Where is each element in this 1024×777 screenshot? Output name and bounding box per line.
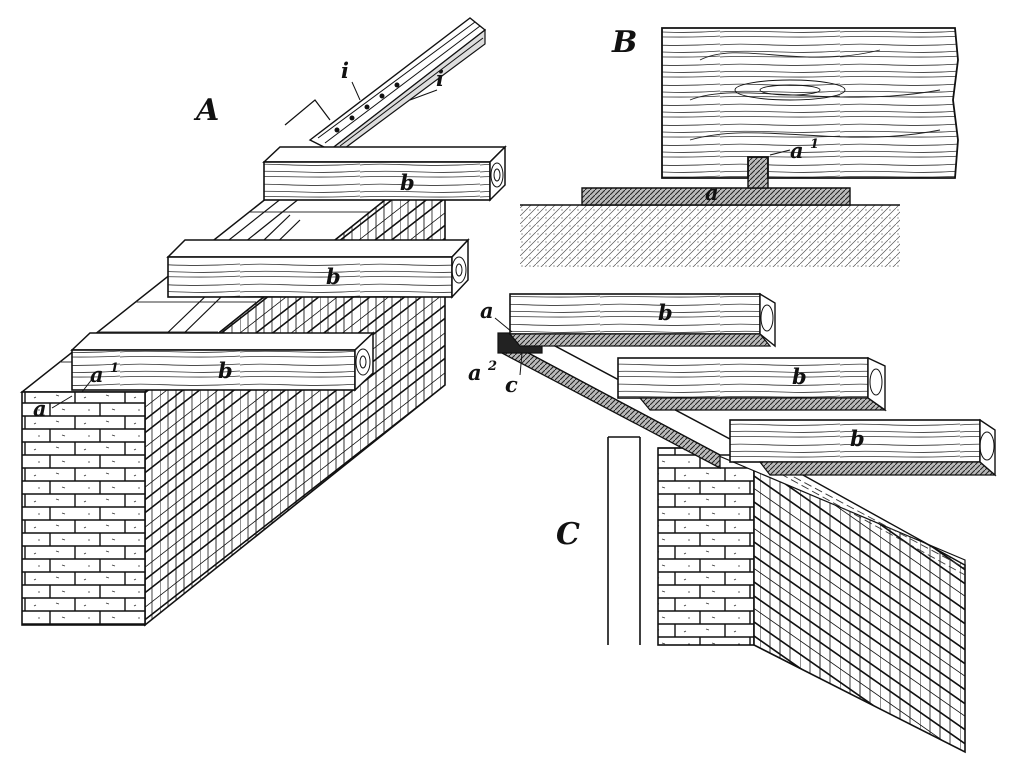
label-a-a: a bbox=[33, 396, 47, 421]
label-i-1: i bbox=[341, 58, 349, 83]
beam-c-top bbox=[508, 292, 776, 348]
beam-a-middle bbox=[166, 238, 470, 299]
label-i-2: i bbox=[436, 66, 444, 91]
label-b-a-middle: b bbox=[326, 264, 341, 289]
beam-a-top bbox=[262, 145, 507, 202]
wall-front bbox=[21, 391, 146, 626]
label-c-panel: C bbox=[556, 517, 580, 552]
timber-block bbox=[661, 27, 959, 179]
wall-c-front bbox=[657, 447, 755, 646]
label-b-a-top: b bbox=[400, 170, 415, 195]
label-a1-a: a bbox=[90, 362, 104, 387]
label-b-c-middle: b bbox=[792, 364, 807, 389]
label-a-c: a bbox=[480, 298, 494, 323]
label-a-panel: A bbox=[193, 93, 219, 128]
rail-strips bbox=[159, 17, 487, 343]
panel-b: B a a 1 bbox=[520, 25, 959, 267]
panel-a: A i i b b b a 1 a bbox=[19, 17, 507, 627]
beam-a-bottom bbox=[70, 331, 375, 392]
tongue-a1 bbox=[747, 156, 769, 189]
label-b-a-bottom: b bbox=[218, 358, 233, 383]
label-c-c: c bbox=[505, 372, 518, 397]
beam-c-bottom bbox=[729, 418, 997, 477]
beam-c-middle bbox=[617, 356, 887, 412]
label-b-panel: B bbox=[611, 25, 637, 60]
wall-c-side bbox=[753, 446, 966, 754]
label-a2-c-sup: 2 bbox=[487, 359, 497, 374]
label-a-b: a bbox=[705, 180, 719, 205]
label-a1-b-sup: 1 bbox=[810, 137, 819, 152]
label-b-c-bottom: b bbox=[850, 426, 865, 451]
label-a1-a-sup: 1 bbox=[110, 361, 119, 376]
panel-c: C a a 2 c b b b bbox=[468, 292, 997, 754]
label-a1-b: a bbox=[790, 138, 804, 163]
ground-section bbox=[520, 205, 900, 267]
label-b-c-top: b bbox=[658, 300, 673, 325]
label-a2-c: a bbox=[468, 360, 482, 385]
